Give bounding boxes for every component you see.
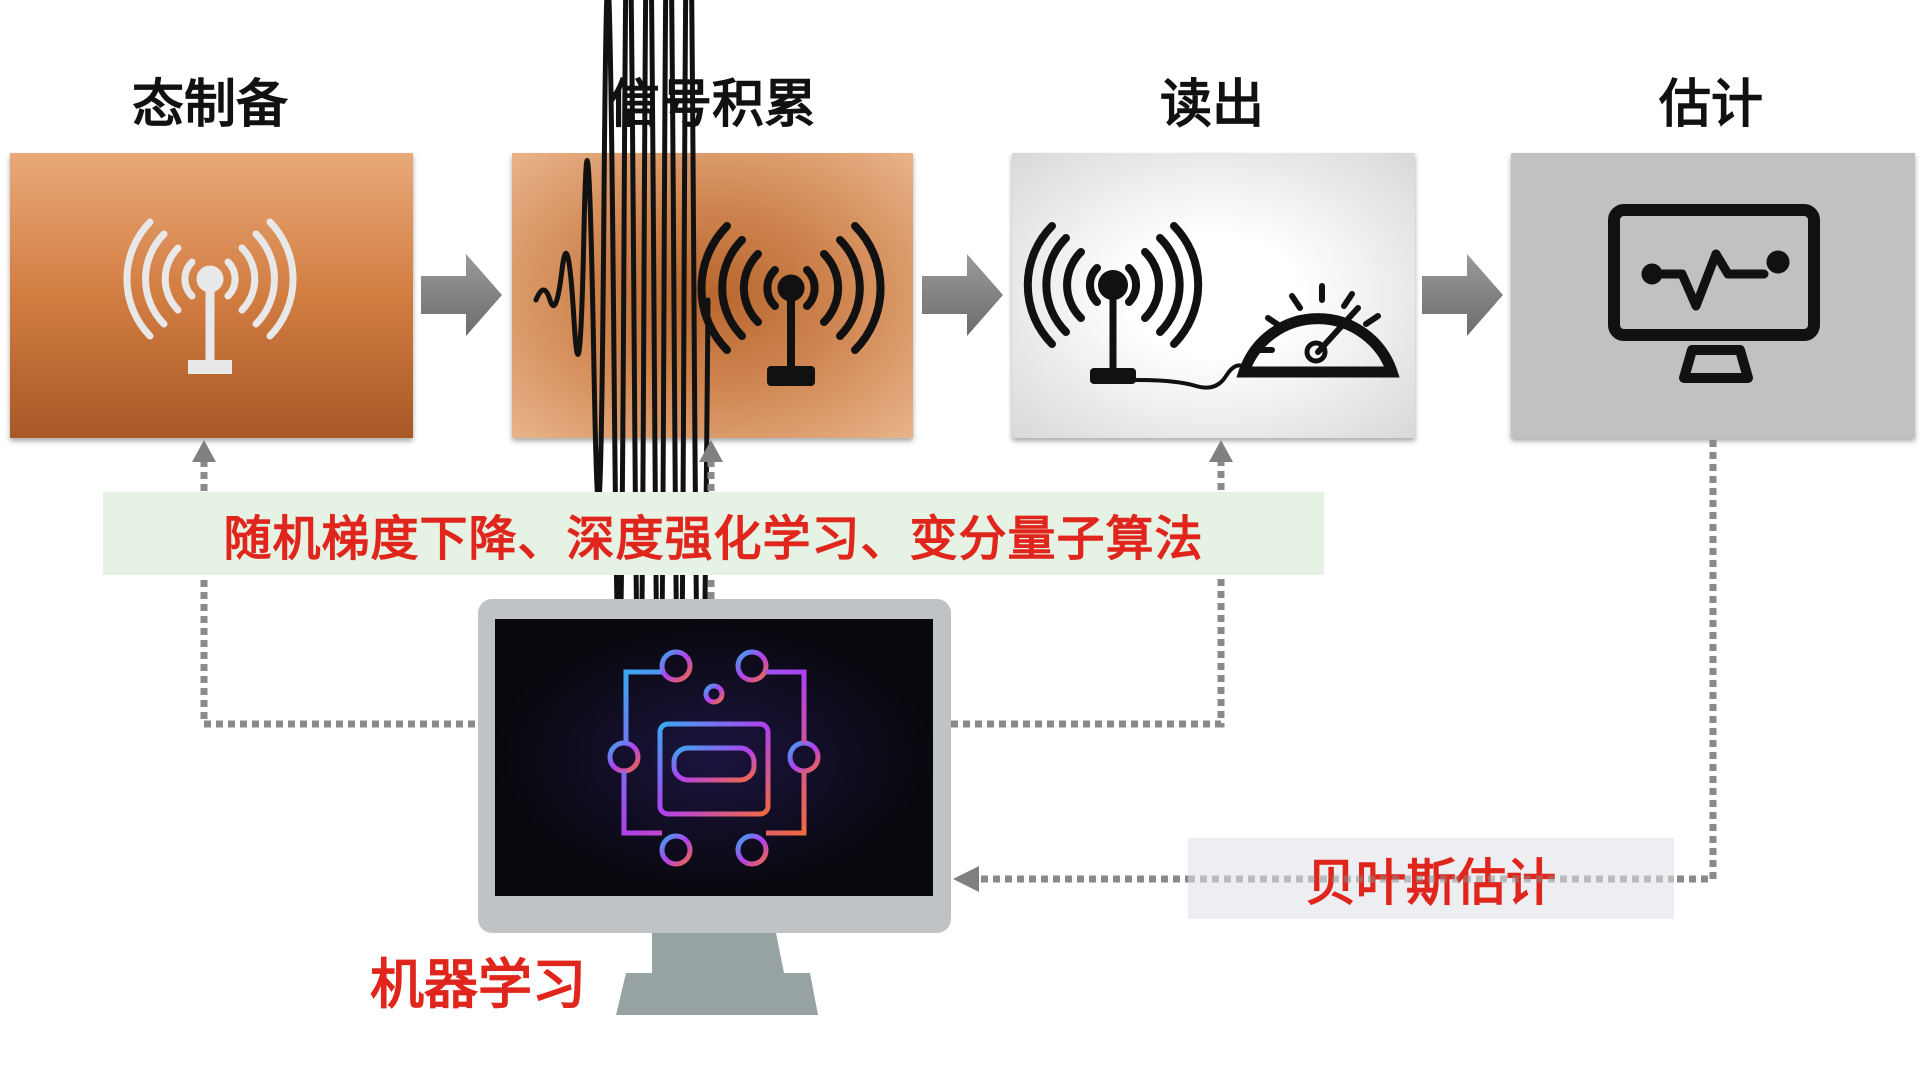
monitor-pulse-icon bbox=[1608, 204, 1820, 383]
flow-arrow-2 bbox=[922, 254, 1003, 336]
optimization-algorithms-label: 随机梯度下降、深度强化学习、变分量子算法 bbox=[103, 492, 1324, 575]
antenna-gauge-icon bbox=[1023, 222, 1400, 390]
feedback-arrowheads bbox=[192, 440, 1233, 892]
antenna-icon bbox=[123, 218, 297, 374]
estimation-box bbox=[1511, 153, 1915, 438]
robot-network-icon bbox=[607, 649, 821, 867]
signal-accumulation-box bbox=[512, 153, 913, 438]
stage-title-state-prep: 态制备 bbox=[131, 75, 288, 135]
stage-title-estimate: 估计 bbox=[1658, 75, 1763, 135]
algorithms-text: 随机梯度下降、深度强化学习、变分量子算法 bbox=[223, 510, 1204, 567]
flow-arrow-3 bbox=[1422, 254, 1503, 336]
signal-wave-antenna-icon bbox=[533, 0, 885, 786]
machine-learning-label: 机器学习 bbox=[370, 953, 586, 1016]
flow-arrow-1 bbox=[421, 254, 502, 336]
stage-title-readout: 读出 bbox=[1159, 75, 1264, 135]
bayes-text: 贝叶斯估计 bbox=[1306, 853, 1556, 912]
